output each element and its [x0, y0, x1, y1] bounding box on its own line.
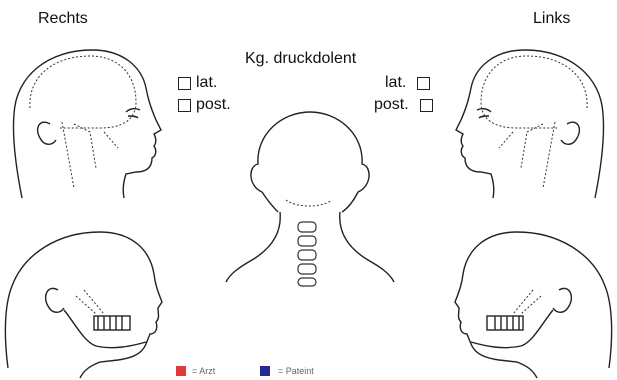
legend-doctor-label: = Arzt [192, 366, 215, 376]
legend-patient: = Pateint [260, 366, 314, 376]
checkbox-row-left-lat: lat. [385, 74, 430, 92]
checkbox-row-right-lat: lat. [178, 74, 217, 92]
legend-patient-swatch [260, 366, 270, 376]
legend-doctor: = Arzt [176, 366, 215, 376]
checkbox-right-post[interactable] [178, 99, 191, 112]
head-right-lower-icon[interactable] [0, 218, 170, 380]
label-left: Links [533, 10, 570, 28]
head-right-upper-icon[interactable] [0, 28, 170, 208]
legend-patient-label: = Pateint [278, 366, 314, 376]
checkbox-right-lat[interactable] [178, 77, 191, 90]
legend-doctor-swatch [176, 366, 186, 376]
head-left-upper-icon[interactable] [447, 28, 617, 208]
label-right: Rechts [38, 10, 88, 28]
head-left-lower-icon[interactable] [447, 218, 617, 380]
checkbox-label-left-lat: lat. [385, 74, 406, 92]
checkbox-left-post[interactable] [420, 99, 433, 112]
page-title: Kg. druckdolent [245, 50, 356, 68]
checkbox-left-lat[interactable] [417, 77, 430, 90]
head-back-neck-icon[interactable] [222, 108, 397, 288]
checkbox-label-right-lat: lat. [196, 74, 217, 92]
